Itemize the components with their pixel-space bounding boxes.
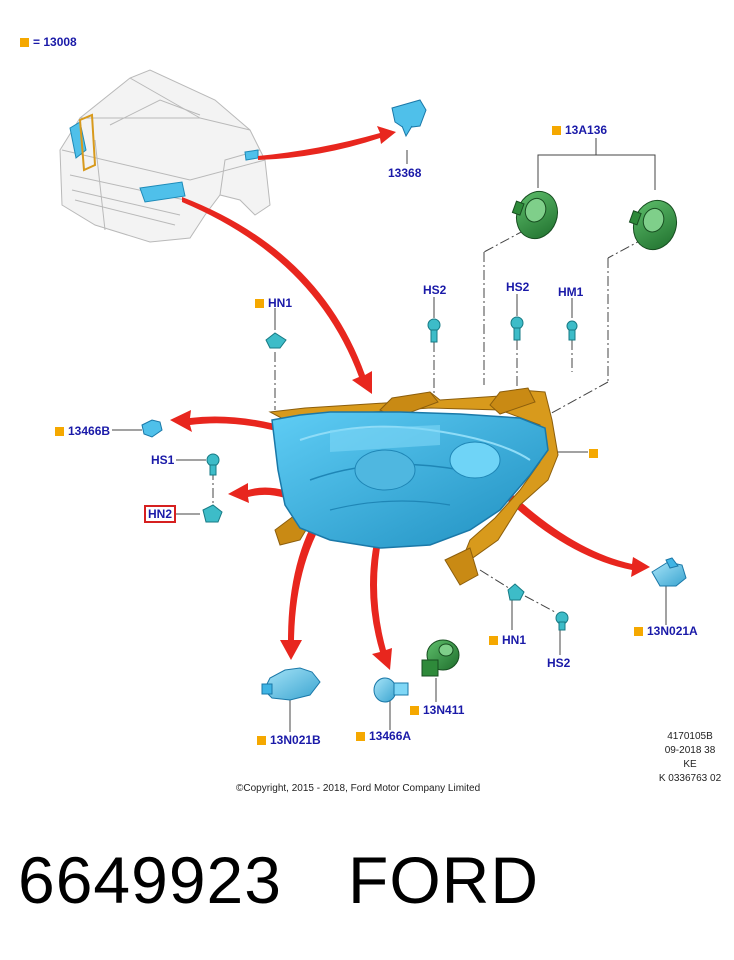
label-13466b: 13466B [55,424,110,438]
marker-icon [410,706,419,715]
meta-line: K 0336763 02 [658,773,722,784]
meta-line: KE [683,759,697,770]
marker-icon [589,449,598,458]
meta-line: 09-2018 38 [664,745,716,756]
part-13a136-sockets [511,190,678,251]
marker-icon [356,732,365,741]
marker-icon [634,627,643,636]
arrow-to-13466a [370,518,392,670]
part-13466a-bulb [373,677,409,703]
marker-icon [255,299,264,308]
part-13n021b-bulb [261,667,321,701]
part-13n411-socket [421,639,460,677]
marker-icon [552,126,561,135]
label-hs2-a: HS2 [423,283,447,297]
part-13n021a-bulb [651,557,687,587]
copyright-notice: ©Copyright, 2015 - 2018, Ford Motor Comp… [236,783,481,794]
arrow-to-13n021b [280,468,362,660]
part-13466b-bulb [141,419,163,438]
label-hn1-bottom: HN1 [489,633,526,647]
meta-line: 4170105B [667,731,713,742]
label-13368: 13368 [388,166,422,180]
drawing-meta: 4170105B 09-2018 38 KE K 0336763 02 [650,730,730,786]
label-hs2-bottom: HS2 [547,656,571,670]
headlamp-assembly [268,387,559,586]
legend-13008: = 13008 [20,35,77,49]
marker-icon [20,38,29,47]
callout-arrows [170,126,650,670]
vehicle-side-marker [244,149,259,161]
marker-icon [257,736,266,745]
fasteners [202,316,578,631]
part-number: 6649923 [18,843,282,917]
arrow-to-hn2 [228,483,308,506]
label-hn2: HN2 [144,505,177,523]
label-13n021a: 13N021A [634,624,698,638]
label-13n411: 13N411 [410,703,464,717]
marker-icon [55,427,64,436]
vehicle-bracket-left [78,113,97,172]
label-13n021b: 13N021B [257,733,321,747]
arrow-to-13368 [258,126,396,160]
label-hn1-top: HN1 [255,296,292,310]
vehicle-front-illustration [59,69,271,243]
arrow-to-13466b [170,410,338,452]
label-13466a: 13466A [356,729,411,743]
arrow-to-13n021a [477,465,650,577]
label-hs2-b: HS2 [506,280,530,294]
vehicle-headlamp-right [139,181,186,203]
label-13a136: 13A136 [552,123,607,137]
label-hm1: HM1 [558,285,584,299]
part-13368 [391,99,427,138]
marker-icon [489,636,498,645]
marker-lamp [589,446,602,460]
label-hs1: HS1 [151,453,175,467]
brand-name: FORD [348,843,539,917]
